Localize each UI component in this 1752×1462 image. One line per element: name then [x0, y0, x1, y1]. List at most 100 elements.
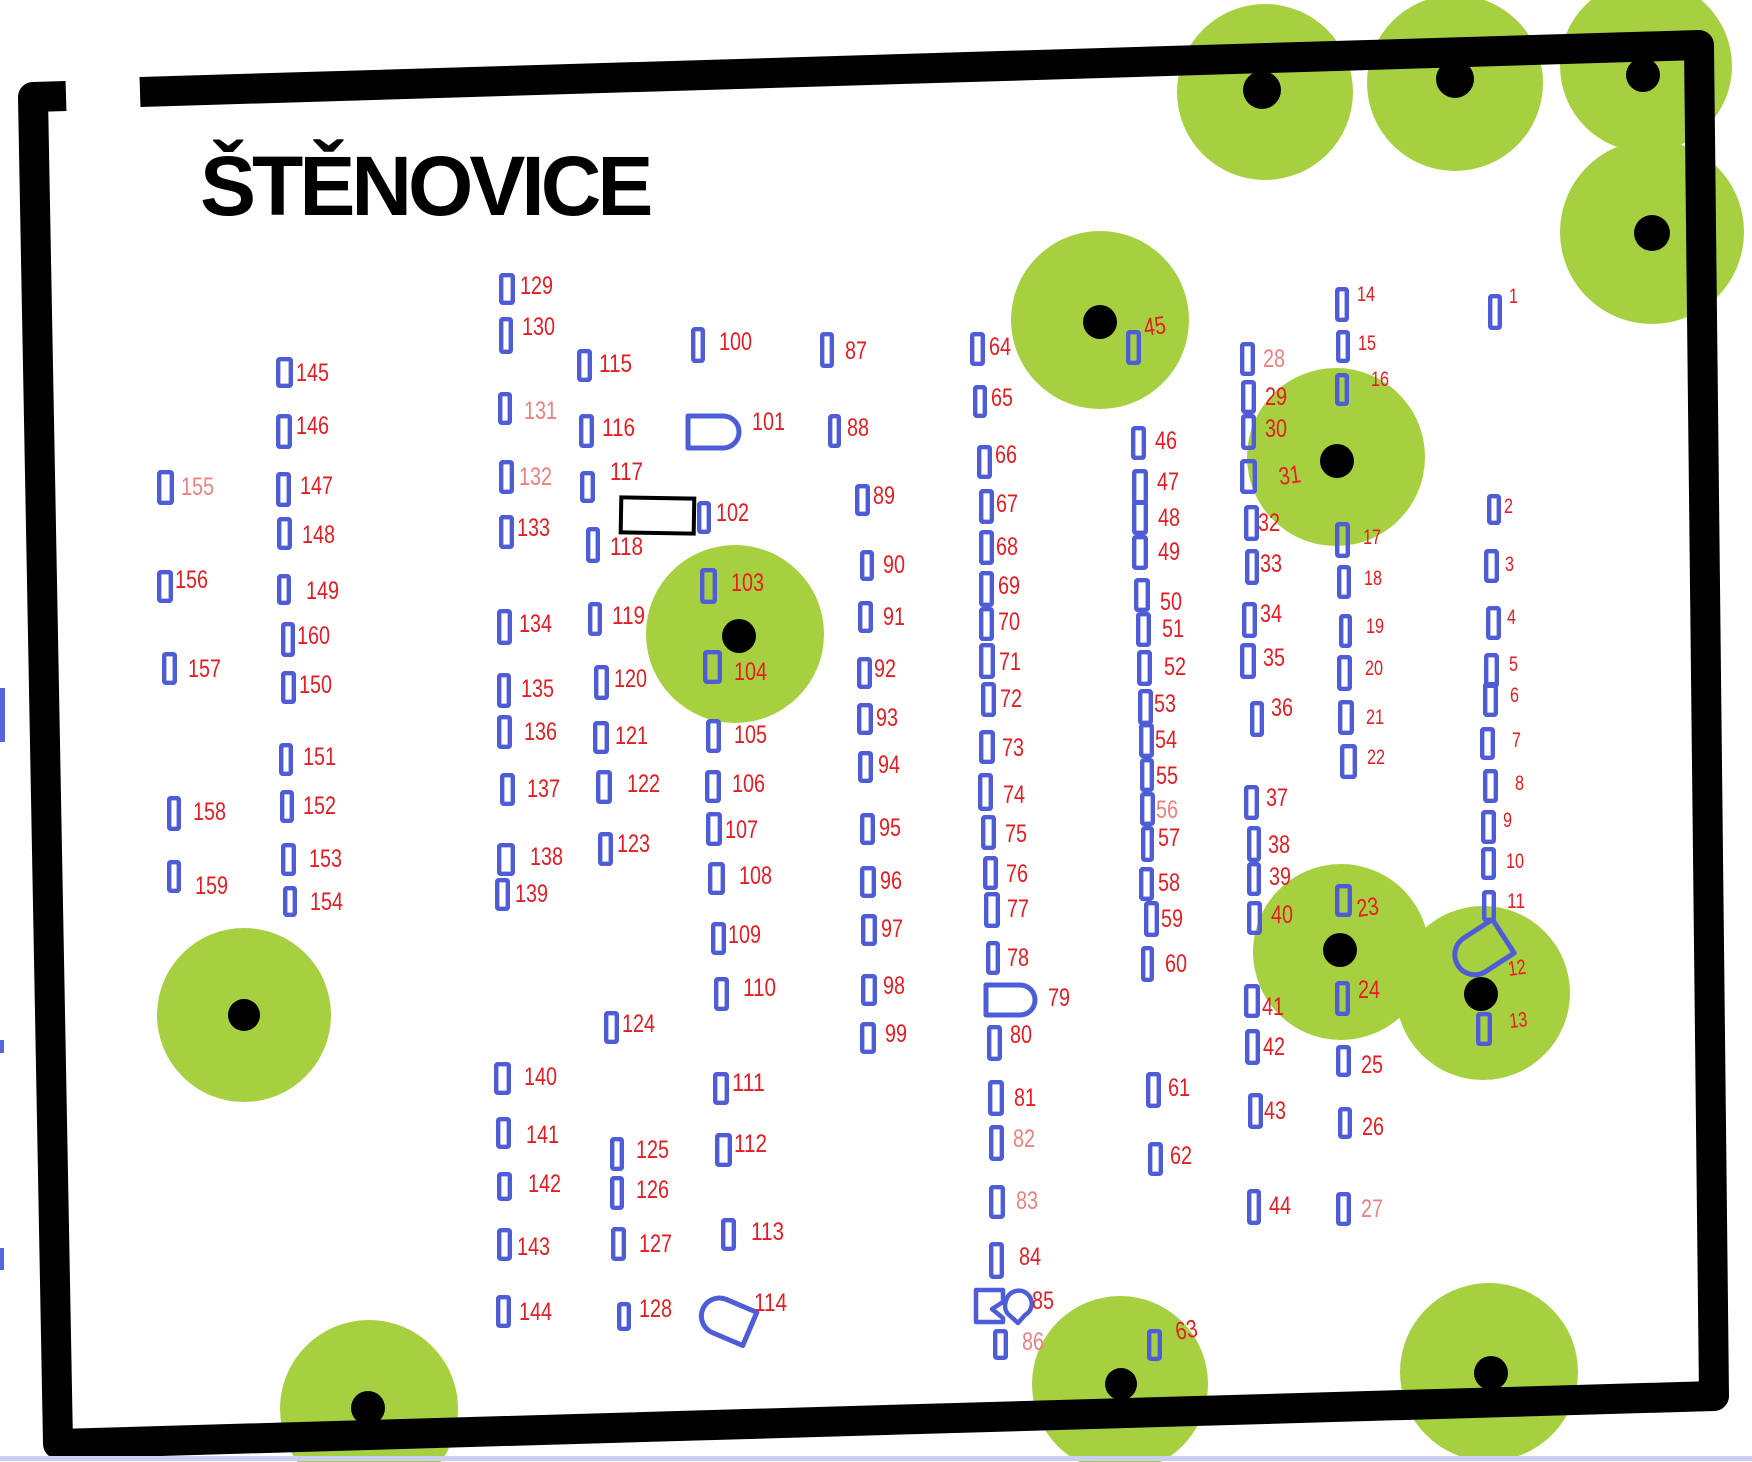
svg-text:13: 13: [1508, 1008, 1528, 1033]
svg-text:151: 151: [303, 743, 336, 771]
svg-text:139: 139: [515, 880, 548, 908]
svg-text:12: 12: [1506, 956, 1527, 981]
svg-text:98: 98: [883, 972, 905, 1000]
svg-text:119: 119: [612, 602, 645, 630]
svg-text:155: 155: [181, 473, 214, 501]
svg-text:157: 157: [188, 655, 221, 683]
svg-text:85: 85: [1032, 1287, 1054, 1315]
svg-text:122: 122: [627, 770, 660, 798]
svg-text:131: 131: [524, 397, 557, 425]
svg-text:93: 93: [876, 704, 898, 732]
svg-text:125: 125: [636, 1136, 669, 1164]
svg-text:ŠTĚNOVICE: ŠTĚNOVICE: [200, 139, 650, 233]
svg-text:100: 100: [719, 328, 752, 356]
svg-text:8: 8: [1515, 772, 1524, 795]
svg-text:72: 72: [1000, 685, 1022, 713]
svg-text:96: 96: [880, 867, 902, 895]
svg-text:40: 40: [1271, 901, 1293, 929]
svg-text:146: 146: [296, 412, 329, 440]
svg-text:94: 94: [878, 751, 900, 779]
svg-text:53: 53: [1154, 690, 1176, 718]
svg-text:159: 159: [195, 872, 228, 900]
svg-text:124: 124: [622, 1010, 655, 1038]
svg-text:132: 132: [519, 463, 552, 491]
svg-text:25: 25: [1361, 1051, 1383, 1079]
svg-text:65: 65: [991, 384, 1013, 412]
svg-text:31: 31: [1277, 460, 1303, 491]
svg-text:109: 109: [728, 921, 761, 949]
svg-text:142: 142: [528, 1170, 561, 1198]
svg-text:84: 84: [1019, 1243, 1041, 1271]
svg-text:136: 136: [524, 718, 557, 746]
svg-text:103: 103: [731, 569, 764, 597]
svg-text:49: 49: [1158, 538, 1180, 566]
svg-text:19: 19: [1366, 615, 1384, 638]
svg-text:116: 116: [602, 414, 635, 442]
svg-text:4: 4: [1507, 606, 1516, 629]
svg-text:36: 36: [1271, 694, 1293, 722]
svg-text:130: 130: [522, 313, 555, 341]
svg-text:160: 160: [297, 622, 330, 650]
svg-text:156: 156: [175, 566, 208, 594]
svg-text:129: 129: [520, 272, 553, 300]
svg-text:88: 88: [847, 414, 869, 442]
svg-text:3: 3: [1505, 553, 1514, 576]
svg-text:23: 23: [1355, 892, 1381, 923]
svg-text:115: 115: [599, 350, 632, 378]
svg-text:47: 47: [1157, 468, 1179, 496]
svg-text:9: 9: [1503, 809, 1512, 832]
svg-text:74: 74: [1003, 781, 1025, 809]
svg-text:134: 134: [519, 610, 552, 638]
svg-text:10: 10: [1506, 850, 1524, 873]
svg-text:5: 5: [1509, 653, 1518, 676]
svg-text:145: 145: [296, 359, 329, 387]
svg-text:143: 143: [517, 1233, 550, 1261]
svg-text:20: 20: [1365, 657, 1383, 680]
svg-text:112: 112: [734, 1130, 767, 1158]
svg-text:52: 52: [1164, 653, 1186, 681]
svg-text:105: 105: [734, 721, 767, 749]
svg-text:11: 11: [1507, 890, 1525, 913]
svg-text:41: 41: [1262, 993, 1284, 1021]
svg-text:73: 73: [1002, 734, 1024, 762]
svg-text:22: 22: [1367, 746, 1385, 769]
svg-text:147: 147: [300, 472, 333, 500]
svg-text:75: 75: [1005, 820, 1027, 848]
svg-text:77: 77: [1007, 895, 1029, 923]
svg-text:17: 17: [1363, 526, 1381, 549]
svg-text:16: 16: [1371, 368, 1389, 391]
svg-text:68: 68: [996, 533, 1018, 561]
svg-text:71: 71: [999, 648, 1021, 676]
svg-text:99: 99: [885, 1020, 907, 1048]
svg-text:104: 104: [734, 658, 767, 686]
svg-text:140: 140: [524, 1063, 557, 1091]
svg-text:48: 48: [1158, 504, 1180, 532]
svg-text:144: 144: [519, 1298, 552, 1326]
svg-text:60: 60: [1165, 950, 1187, 978]
svg-text:92: 92: [874, 655, 896, 683]
svg-text:107: 107: [725, 816, 758, 844]
svg-text:24: 24: [1358, 976, 1380, 1004]
svg-text:15: 15: [1358, 332, 1376, 355]
svg-text:138: 138: [530, 843, 563, 871]
svg-text:152: 152: [303, 792, 336, 820]
svg-text:127: 127: [639, 1230, 672, 1258]
svg-text:82: 82: [1013, 1125, 1035, 1153]
svg-text:44: 44: [1269, 1192, 1291, 1220]
svg-text:66: 66: [995, 441, 1017, 469]
svg-text:154: 154: [310, 888, 343, 916]
svg-text:21: 21: [1366, 706, 1384, 729]
svg-text:33: 33: [1260, 550, 1282, 578]
svg-text:1: 1: [1509, 285, 1518, 308]
svg-text:91: 91: [883, 603, 905, 631]
svg-text:57: 57: [1158, 824, 1180, 852]
svg-text:87: 87: [845, 337, 867, 365]
svg-text:35: 35: [1263, 644, 1285, 672]
svg-text:79: 79: [1048, 984, 1070, 1012]
svg-text:39: 39: [1269, 863, 1291, 891]
svg-text:80: 80: [1010, 1021, 1032, 1049]
svg-text:95: 95: [879, 814, 901, 842]
svg-text:46: 46: [1155, 427, 1177, 455]
svg-text:38: 38: [1268, 831, 1290, 859]
svg-text:148: 148: [302, 521, 335, 549]
